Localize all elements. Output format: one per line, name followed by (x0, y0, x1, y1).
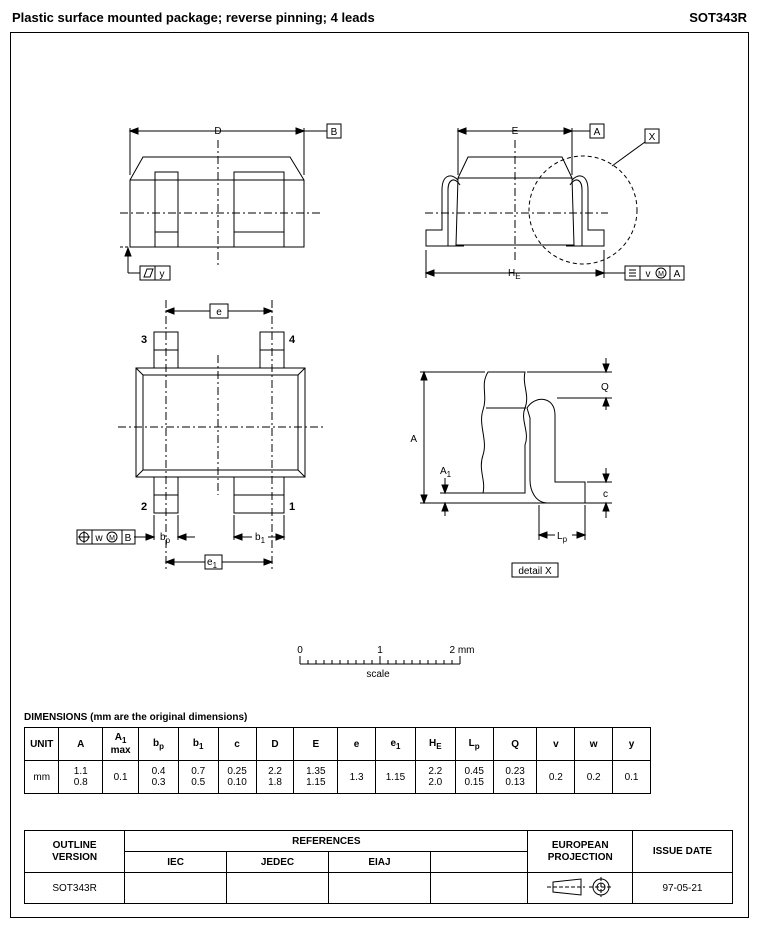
detail-ref-X: X (649, 132, 656, 143)
package-drawing: D B y E A X HE v M A (76, 123, 685, 680)
dim-header-3: bp (138, 727, 179, 761)
dim-value-8: 1.3 (337, 760, 376, 794)
outline-version-value: SOT343R (23, 872, 126, 904)
pin-4-label: 4 (289, 334, 296, 346)
tol-v: v (646, 269, 651, 280)
references-extra-value (429, 872, 529, 904)
tol-M: M (658, 271, 664, 278)
iec-header: IEC (124, 851, 227, 873)
jedec-value (225, 872, 330, 904)
label-bp: bp (160, 532, 171, 545)
jedec-header: JEDEC (225, 851, 330, 873)
label-D: D (214, 126, 221, 137)
scale-one: 1 (377, 645, 383, 656)
references-header: REFERENCES (124, 830, 529, 852)
scale-label: scale (366, 669, 390, 680)
dim-header-5: c (217, 727, 257, 761)
dim-header-0: UNIT (23, 727, 60, 761)
pin-3-label: 3 (141, 334, 147, 346)
tol-w: w (94, 533, 103, 544)
scale-zero: 0 (297, 645, 303, 656)
label-A-height: A (410, 434, 417, 445)
drawing-frame (10, 32, 749, 918)
dim-value-0: mm (23, 760, 60, 794)
label-e: e (216, 307, 222, 318)
dim-header-15: y (612, 727, 651, 761)
pin-1-label: 1 (289, 501, 295, 513)
label-b1: b1 (255, 532, 266, 545)
dim-value-14: 0.2 (574, 760, 614, 794)
label-E: E (512, 126, 519, 137)
eiaj-value (328, 872, 431, 904)
dim-header-9: e1 (374, 727, 416, 761)
dim-header-13: v (536, 727, 576, 761)
iec-value (124, 872, 227, 904)
dim-header-10: HE (414, 727, 456, 761)
eiaj-header: EIAJ (328, 851, 431, 873)
dimensions-title: DIMENSIONS (mm are the original dimensio… (24, 712, 248, 723)
bottom-view (76, 300, 325, 570)
dim-header-4: b1 (177, 727, 219, 761)
label-HE: HE (508, 268, 521, 281)
references-blank (429, 851, 529, 873)
label-e1: e1 (207, 557, 218, 570)
label-A1: A1 (440, 466, 452, 479)
detail-x-label: detail X (518, 566, 552, 577)
scale-two: 2 mm (450, 645, 475, 656)
dim-value-2: 0.1 (101, 760, 140, 794)
dim-header-6: D (255, 727, 295, 761)
dim-header-14: w (574, 727, 614, 761)
tol-datum-B: B (125, 533, 132, 544)
tol-w-M: M (109, 535, 115, 542)
tol-datum-A: A (674, 269, 681, 280)
label-Lp: Lp (557, 531, 568, 544)
dim-header-7: E (293, 727, 339, 761)
dim-header-12: Q (492, 727, 538, 761)
dim-value-13: 0.2 (536, 760, 576, 794)
datum-B: B (331, 127, 338, 138)
top-view (120, 123, 342, 281)
label-Q: Q (601, 382, 609, 393)
document-title: Plastic surface mounted package; reverse… (12, 10, 375, 25)
issue-date-header: ISSUE DATE (631, 830, 734, 873)
projection-symbol (527, 872, 633, 904)
dim-header-1: A (58, 727, 103, 761)
dim-header-11: Lp (454, 727, 494, 761)
label-c: c (603, 489, 608, 500)
projection-icon (547, 876, 614, 897)
datum-A: A (594, 127, 601, 138)
label-y: y (160, 269, 165, 280)
detail-x-view (420, 358, 612, 578)
dim-header-8: e (337, 727, 376, 761)
scale-bar (299, 656, 461, 665)
pin-2-label: 2 (141, 501, 147, 513)
package-code: SOT343R (689, 10, 747, 25)
dim-value-15: 0.1 (612, 760, 651, 794)
side-view (424, 123, 685, 281)
dim-value-9: 1.15 (374, 760, 416, 794)
issue-date-value: 97-05-21 (631, 872, 734, 904)
